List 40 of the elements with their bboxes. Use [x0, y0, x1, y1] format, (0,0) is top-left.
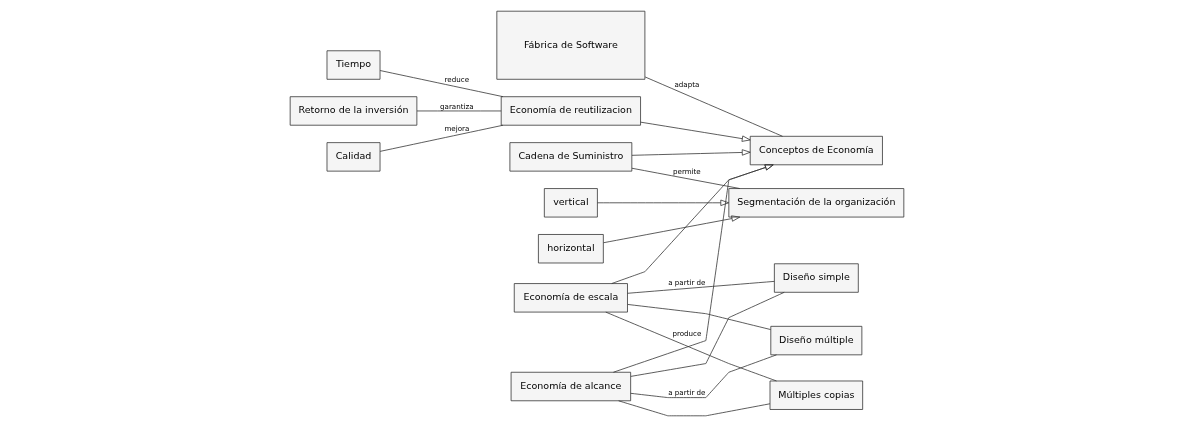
- connector: [627, 304, 771, 330]
- arrow: [631, 149, 751, 156]
- connector: [630, 291, 785, 377]
- edge-label: adapta: [674, 79, 700, 89]
- arrow: [611, 164, 774, 284]
- connector: [618, 400, 771, 417]
- edge-label: produce: [672, 329, 702, 338]
- node-box: Diseño simple: [773, 263, 859, 293]
- node-box: Economía de escala: [513, 283, 628, 313]
- arrow: [640, 121, 751, 142]
- node-box: Calidad: [326, 142, 381, 172]
- connector: [416, 110, 502, 112]
- node-box: Segmentación de la organización: [728, 188, 905, 218]
- connector: [630, 354, 777, 398]
- edge-label: a partir de: [668, 277, 706, 287]
- arrow: [603, 215, 741, 244]
- connector: [379, 70, 504, 98]
- arrow: [613, 164, 774, 373]
- node-box: horizontal: [538, 234, 604, 264]
- node-box: Diseño múltiple: [770, 325, 863, 356]
- node-box: Fábrica de Software: [496, 10, 646, 80]
- node-box: vertical: [543, 188, 598, 218]
- node-box: Economía de reutilizacion: [500, 96, 641, 126]
- edge-label: garantiza: [440, 101, 474, 111]
- node-box: Múltiples copias: [769, 380, 864, 410]
- connector: [379, 124, 504, 152]
- edge-label: a partir de: [668, 388, 706, 398]
- node-box: Tiempo: [326, 50, 381, 80]
- node-box: Cadena de Suministro: [509, 142, 633, 172]
- node-box: Economía de alcance: [510, 371, 632, 402]
- edge-label: reduce: [444, 74, 470, 84]
- edge-label: permite: [673, 166, 701, 176]
- node-box: Conceptos de Economía: [749, 135, 883, 166]
- arrow: [597, 199, 730, 206]
- edge-label: mejora: [444, 123, 470, 133]
- connector: [605, 311, 777, 382]
- node-box: Retorno de la inversión: [289, 96, 418, 126]
- connector: [627, 281, 775, 294]
- connector: [631, 167, 741, 189]
- connector: [644, 76, 783, 137]
